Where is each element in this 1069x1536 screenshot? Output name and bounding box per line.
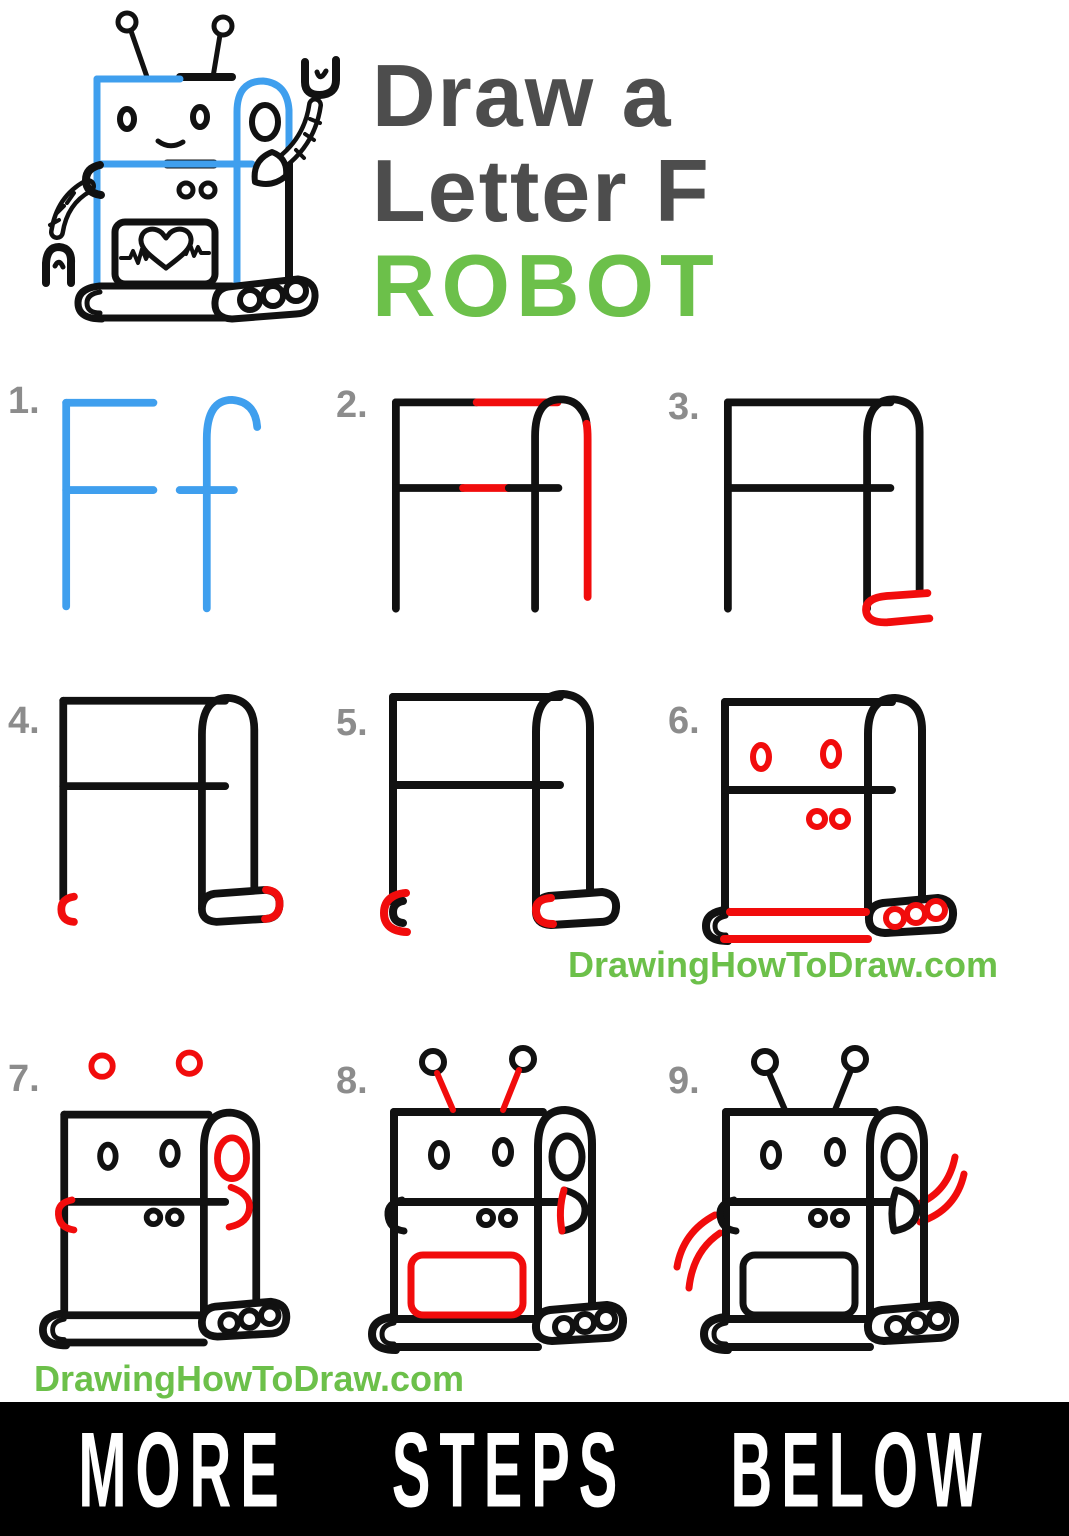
step-8-drawing	[368, 1045, 628, 1354]
step-5: 5.	[336, 672, 666, 972]
step-1: 1.	[8, 378, 328, 670]
step-5-number: 5.	[336, 702, 368, 744]
page-title: Draw a Letter F ROBOT	[372, 48, 720, 333]
hero-ear	[249, 102, 281, 142]
step-3-number: 3.	[668, 386, 700, 428]
step-4: 4.	[8, 672, 328, 972]
more-steps-banner: MORE STEPS BELOW	[0, 1402, 1069, 1536]
step-4-number: 4.	[8, 700, 40, 742]
step-3: 3.	[668, 378, 998, 670]
step-9-number: 9.	[668, 1060, 700, 1102]
title-line-2: Letter F	[372, 141, 711, 240]
step-8: 8.	[336, 1022, 666, 1372]
hero-left-hand	[42, 243, 76, 287]
hero-left-arm	[42, 161, 105, 287]
hero-robot-drawing	[42, 10, 340, 323]
step-7: 7.	[8, 1022, 328, 1372]
step-6-drawing	[702, 694, 958, 945]
step-9: 9.	[668, 1022, 998, 1372]
watermark-mid: DrawingHowToDraw.com	[568, 944, 999, 985]
hero-chest-screen	[111, 218, 219, 288]
step-4-drawing	[57, 694, 284, 926]
step-1-drawing	[62, 396, 262, 613]
step-2-drawing	[391, 395, 592, 613]
hero-button-2	[198, 180, 218, 200]
step-7-drawing	[39, 1049, 291, 1350]
step-2: 2.	[336, 378, 666, 670]
hero-letter-f-highlight	[93, 75, 293, 288]
hero-button-1	[176, 180, 196, 200]
hero-shoulder	[251, 149, 290, 187]
step-9-drawing	[673, 1045, 968, 1354]
step-1-number: 1.	[8, 380, 40, 422]
step-2-number: 2.	[336, 384, 368, 426]
step-7-number: 7.	[8, 1058, 40, 1100]
title-line-1: Draw a	[372, 46, 673, 145]
hero-right-arm	[251, 56, 340, 187]
watermark-bottom: DrawingHowToDraw.com	[34, 1358, 465, 1399]
step-8-number: 8.	[336, 1060, 368, 1102]
title-line-3: ROBOT	[372, 236, 720, 335]
hero-right-hand	[301, 56, 340, 99]
step-3-drawing	[723, 395, 934, 627]
step-5-drawing	[380, 690, 621, 936]
step-6-number: 6.	[668, 700, 700, 742]
step-6: 6.	[668, 672, 998, 972]
hero-base	[74, 275, 319, 323]
banner-text: MORE STEPS BELOW	[78, 1409, 991, 1529]
hero-antennas	[115, 10, 235, 80]
